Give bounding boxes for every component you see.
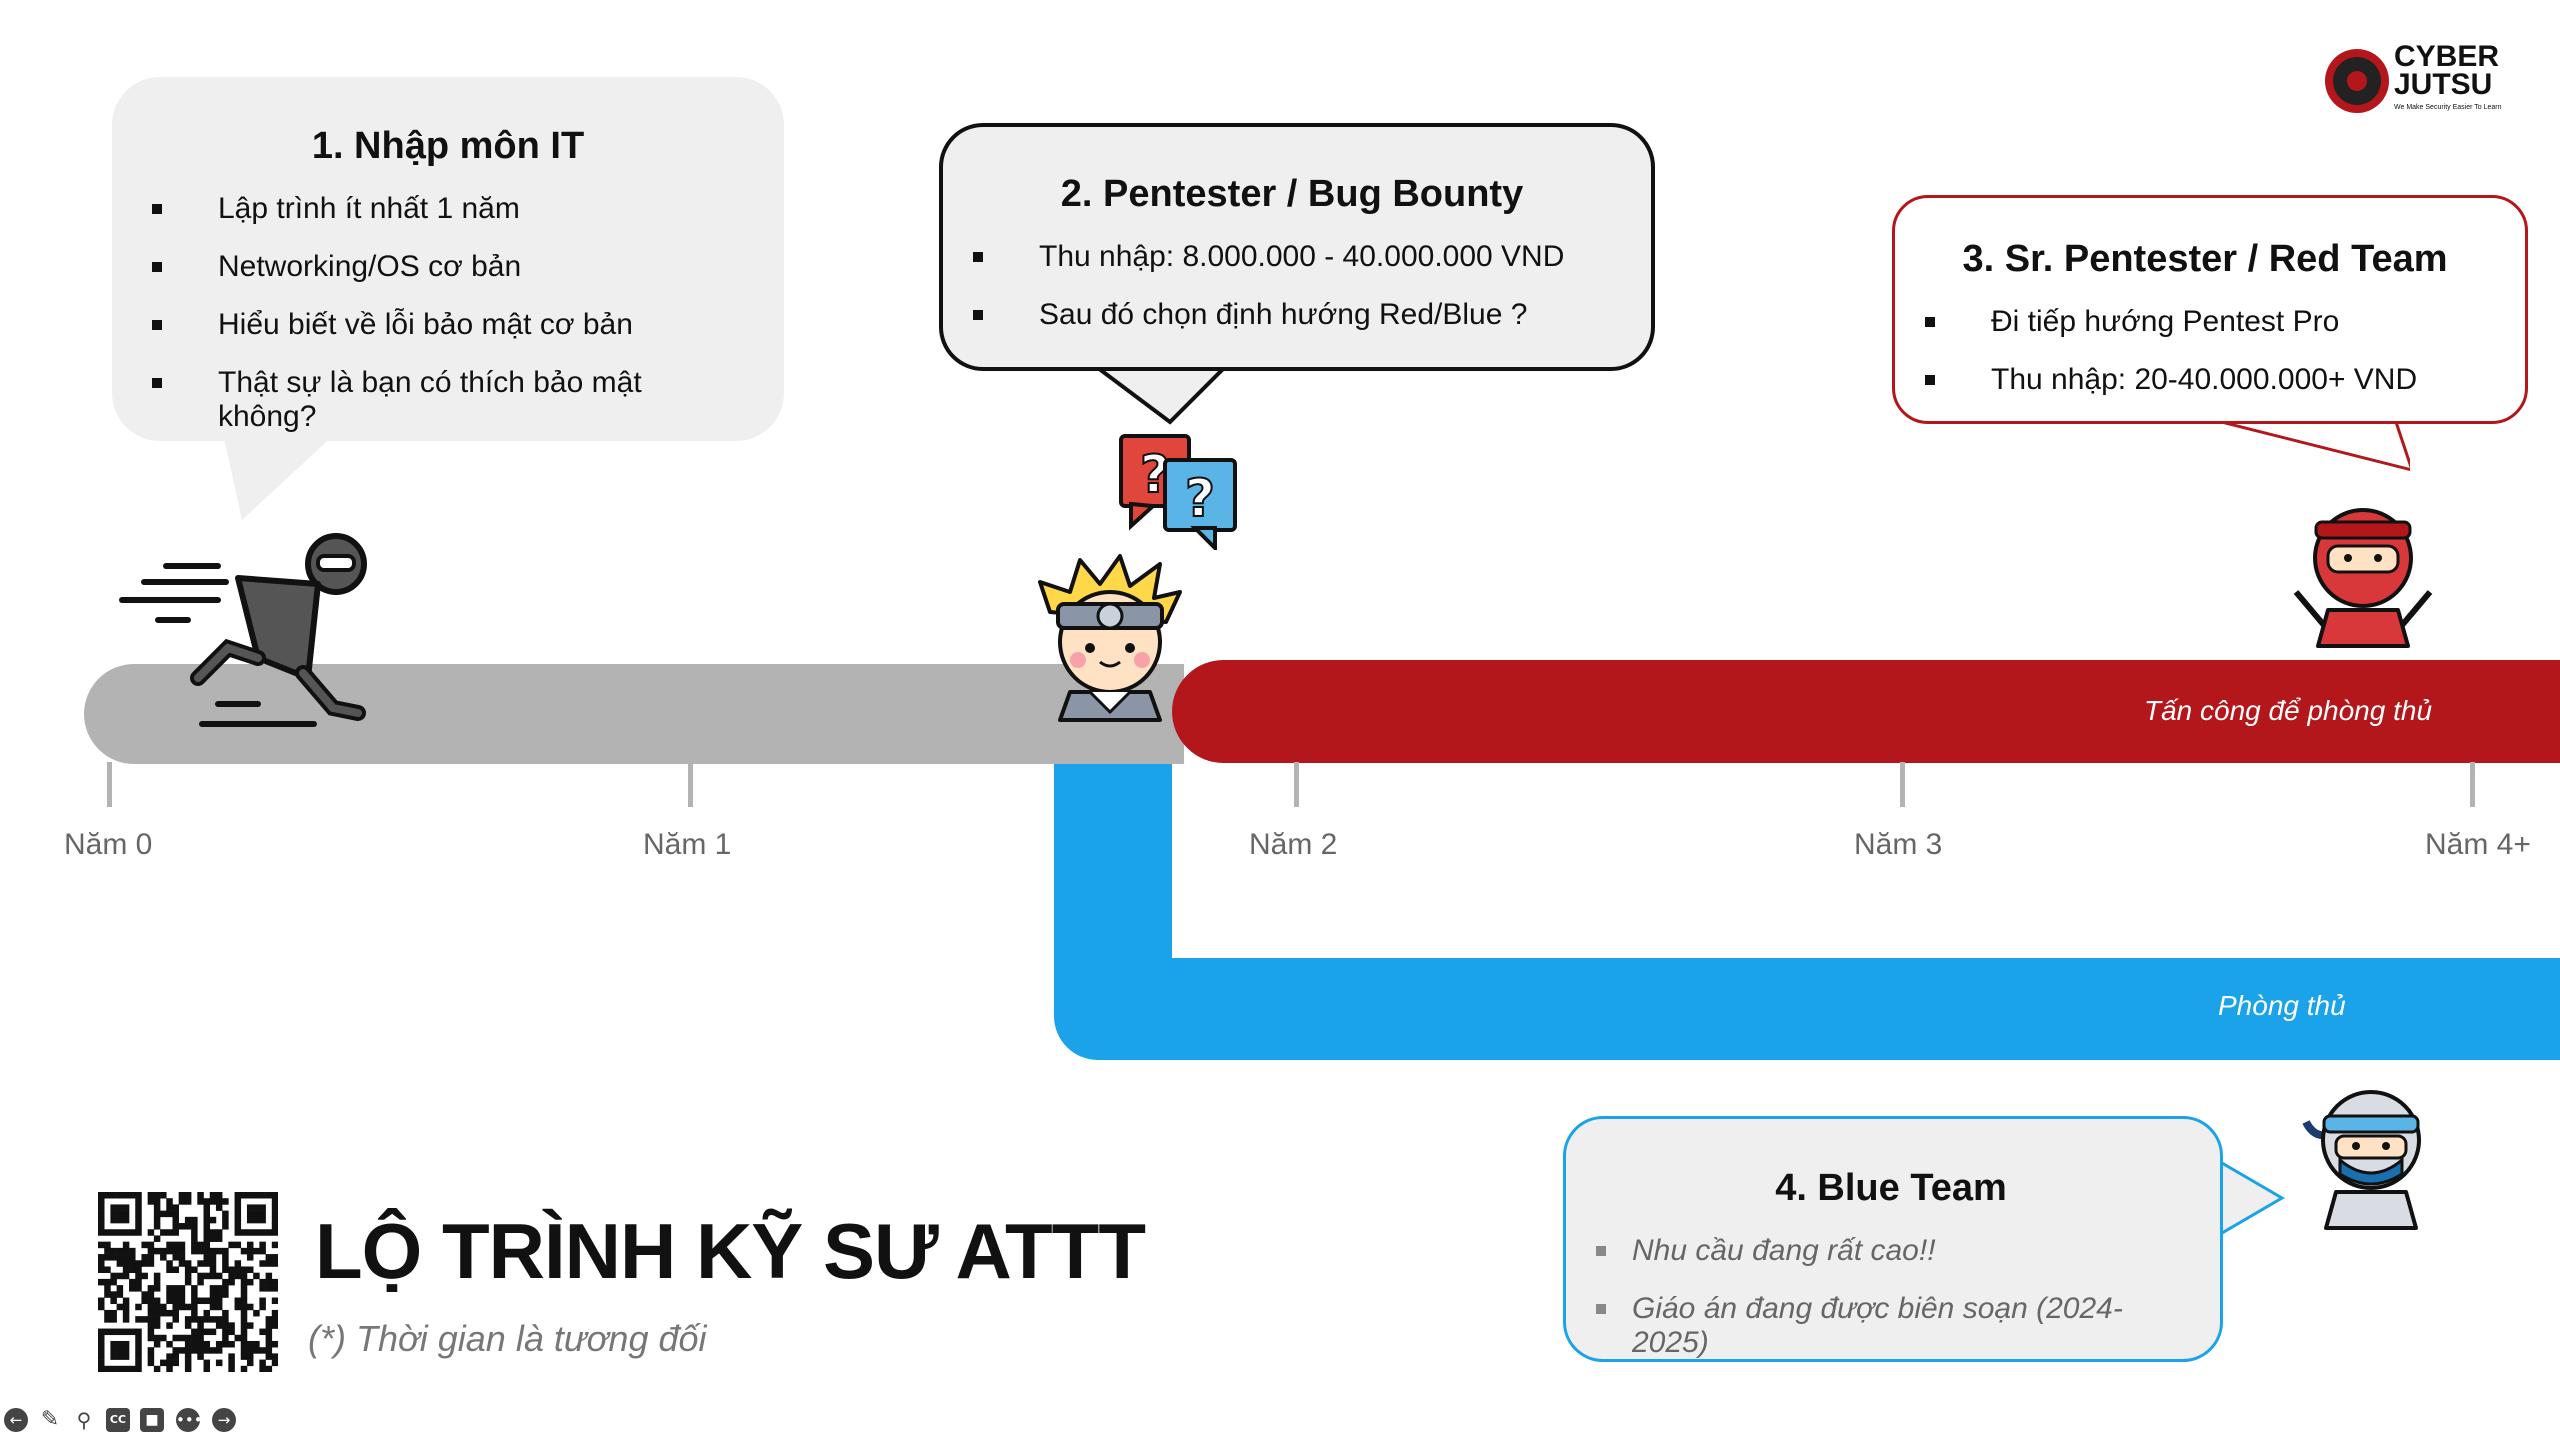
bubble3-title: 3. Sr. Pentester / Red Team: [1962, 238, 2448, 280]
bubble1-item: Hiểu biết về lỗi bảo mật cơ bản: [152, 308, 744, 342]
blue-ninja-icon: [2302, 1090, 2421, 1230]
bubble1-title: 1. Nhập môn IT: [311, 125, 585, 167]
page-note: (*) Thời gian là tương đối: [308, 1318, 707, 1359]
red-bar-label: Tấn công để phòng thủ: [2144, 695, 2433, 726]
bubble2-item: Thu nhập: 8.000.000 - 40.000.000 VND: [973, 240, 1611, 274]
bubble4-item: Giáo án đang được biên soạn (2024-2025): [1596, 1292, 2186, 1360]
bubble2-item: Sau đó chọn định hướng Red/Blue ?: [973, 298, 1611, 332]
bubble-intro-it: 1. Nhập môn IT Lập trình ít nhất 1 năm N…: [112, 77, 784, 441]
bubble-blue-team: 4. Blue Team Nhu cầu đang rất cao!! Giáo…: [1563, 1116, 2223, 1362]
bubble-red-team: 3. Sr. Pentester / Red Team Đi tiếp hướn…: [1892, 195, 2528, 424]
logo-line1: CYBER: [2394, 40, 2500, 73]
page-title: LỘ TRÌNH KỸ SƯ ATTT: [315, 1207, 1146, 1295]
pen-icon[interactable]: ✎: [40, 1407, 60, 1432]
back-icon[interactable]: ←: [4, 1408, 28, 1432]
year-label: Năm 0: [64, 828, 153, 861]
bubble1-item: Networking/OS cơ bản: [152, 250, 744, 284]
logo-tagline: We Make Security Easier To Learn: [2394, 104, 2502, 111]
bubble1-tail: [220, 420, 350, 520]
bubble4-title: 4. Blue Team: [1775, 1167, 2007, 1209]
logo-emblem-icon: [2325, 49, 2389, 113]
blonde-ninja-icon: [1038, 554, 1182, 722]
tick-year-1: [688, 762, 693, 807]
camera-off-icon[interactable]: ■: [140, 1408, 164, 1432]
year-label: Năm 2: [1249, 828, 1338, 861]
qr-code-icon: [98, 1192, 278, 1372]
tick-year-0: [107, 762, 112, 807]
cc-icon[interactable]: CC: [106, 1408, 130, 1432]
bubble3-item: Đi tiếp hướng Pentest Pro: [1925, 305, 2485, 339]
year-label: Năm 4+: [2425, 828, 2531, 861]
blue-bar-inner-cut: [1172, 740, 2560, 958]
bubble3-item: Thu nhập: 20-40.000.000+ VND: [1925, 363, 2485, 397]
bubble2-title: 2. Pentester / Bug Bounty: [1060, 173, 1524, 215]
next-icon[interactable]: →: [212, 1408, 236, 1432]
year-label: Năm 1: [643, 828, 732, 861]
more-icon[interactable]: •••: [176, 1408, 203, 1432]
red-bar: [1172, 660, 2560, 763]
svg-text:?: ?: [1185, 469, 1215, 529]
question-bubbles-icon: ? ?: [1119, 434, 1237, 550]
running-ninja-icon: [119, 533, 367, 727]
logo: CYBER JUTSU We Make Security Easier To L…: [2322, 42, 2522, 122]
tick-year-3: [1900, 762, 1905, 807]
bubble1-item: Lập trình ít nhất 1 năm: [152, 192, 744, 226]
zoom-icon[interactable]: ⚲: [76, 1408, 92, 1432]
year-label: Năm 3: [1854, 828, 1943, 861]
tick-year-2: [1294, 762, 1299, 807]
bubble1-item: Thật sự là bạn có thích bảo mật không?: [152, 366, 744, 434]
bubble-pentester: 2. Pentester / Bug Bounty Thu nhập: 8.00…: [939, 123, 1655, 371]
grey-bar: [84, 664, 1184, 764]
tick-year-4: [2470, 762, 2475, 807]
bubble4-item: Nhu cầu đang rất cao!!: [1596, 1234, 2186, 1268]
logo-line2: JUTSU: [2394, 68, 2493, 101]
red-ninja-icon: [2293, 508, 2433, 648]
blue-bar-label: Phòng thủ: [2218, 990, 2346, 1021]
